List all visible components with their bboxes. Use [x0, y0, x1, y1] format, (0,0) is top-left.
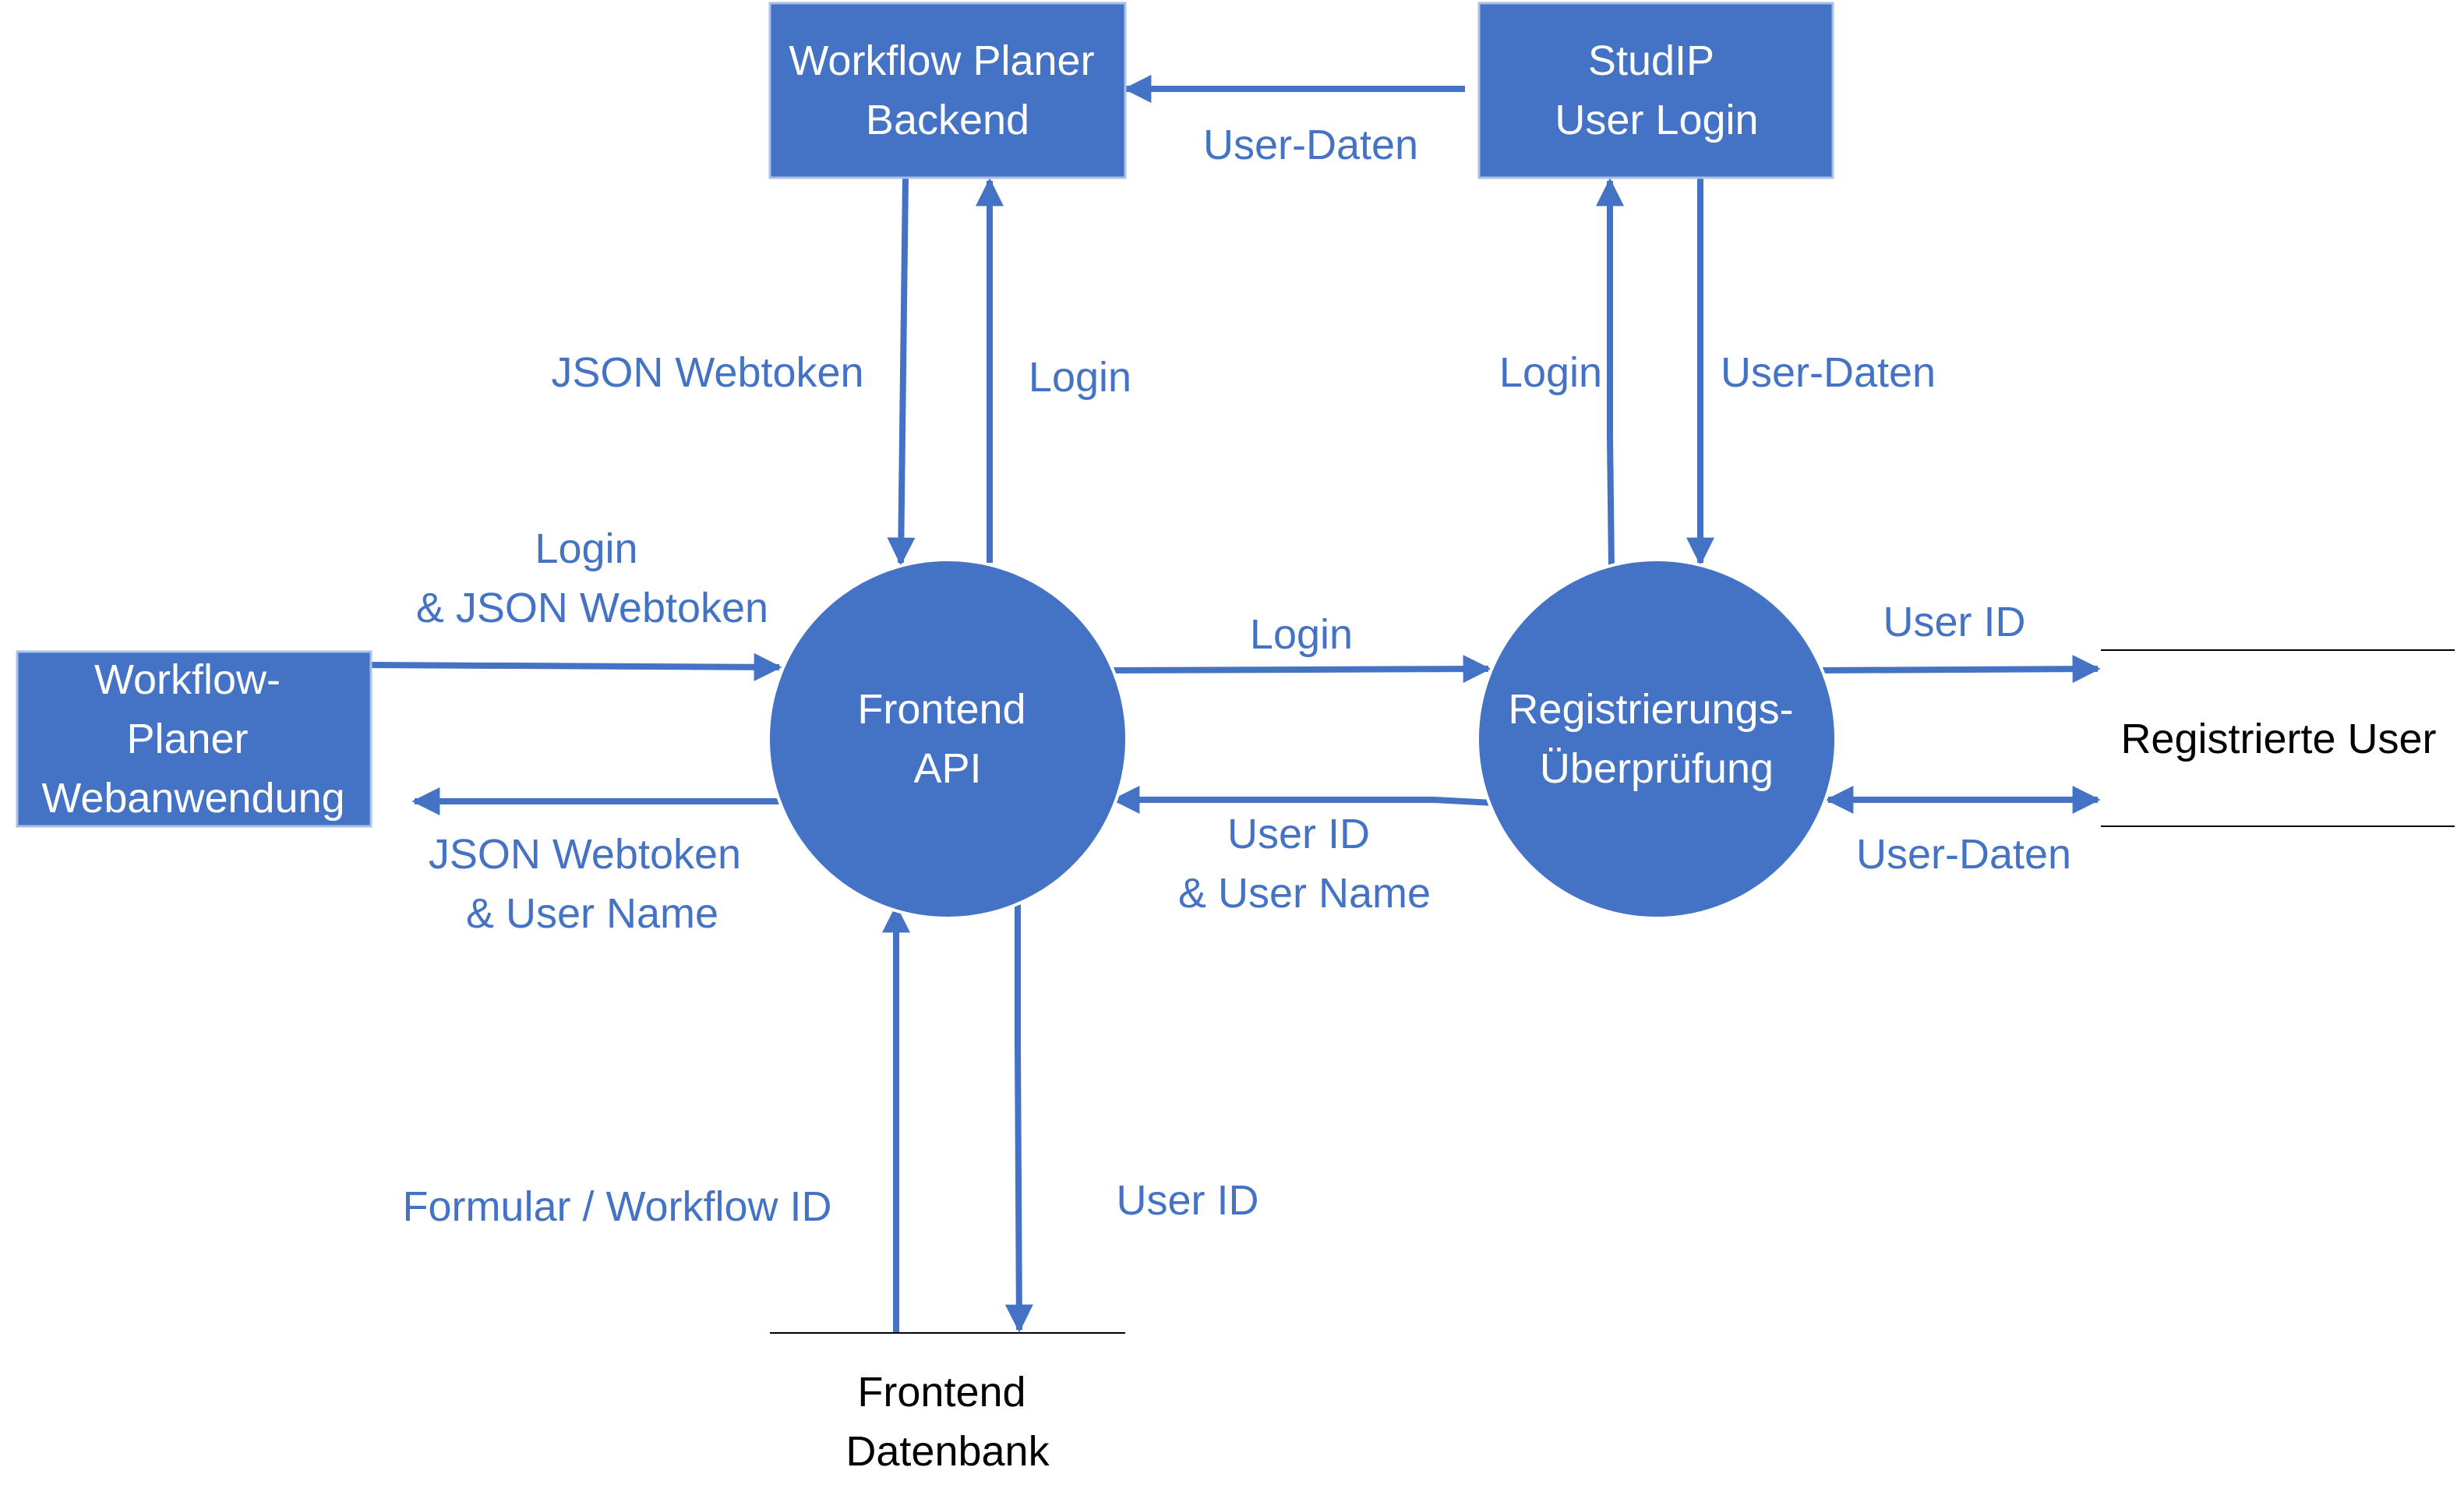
flow-line-backend-to-api	[887, 177, 916, 566]
store-label-line: Datenbank	[845, 1428, 1050, 1475]
node-label-line: Workflow-	[94, 656, 281, 703]
flow-line-check-to-api	[1111, 786, 1494, 814]
node-workflow-planer-backend: Workflow Planer Backend	[768, 2, 1127, 179]
flow-label-store-check-bidirectional: User-Daten	[1856, 831, 2071, 878]
node-label: Workflow Planer Backend	[789, 37, 1106, 143]
flow-label-line: & User Name	[466, 890, 718, 937]
store-label: Registrierte User	[2120, 716, 2436, 762]
node-label-line: Überprüfung	[1540, 745, 1774, 792]
flow-label-api-to-db: User ID	[1116, 1177, 1258, 1224]
node-label-line: Registrierungs-	[1508, 686, 1793, 733]
node-label: Frontend API	[857, 686, 1037, 792]
node-label-line: User Login	[1555, 97, 1758, 143]
node-frontend-api: Frontend API	[767, 558, 1128, 920]
node-label-line: Frontend	[857, 686, 1025, 733]
flow-label-check-to-store: User ID	[1883, 599, 2025, 645]
node-studip-user-login: StudIP User Login	[1477, 2, 1834, 179]
node-label: Registrierungs- Überprüfung	[1508, 686, 1805, 792]
node-label-line: StudIP	[1588, 37, 1714, 84]
store-label-line: Registrierte User	[2120, 716, 2436, 762]
store-label-line: Frontend	[857, 1369, 1025, 1416]
store-label: Frontend Datenbank	[845, 1369, 1050, 1475]
flow-label-line: User-Daten	[1721, 349, 1936, 396]
flow-label-line: Login	[1499, 349, 1602, 396]
node-circle	[1476, 558, 1837, 920]
node-label-line: API	[913, 745, 981, 792]
flow-label-studip-to-backend: User-Daten	[1203, 122, 1418, 168]
node-label-line: Workflow Planer	[789, 37, 1094, 84]
flow-label-api-to-check: Login	[1250, 611, 1353, 658]
node-label-line: Planer	[126, 716, 248, 762]
node-label: StudIP User Login	[1555, 37, 1758, 143]
flow-label-line: JSON Webtoken	[429, 831, 741, 878]
flow-labels: User-Daten JSON Webtoken Login Login Use…	[402, 122, 2071, 1230]
node-box	[1477, 2, 1834, 179]
flow-line-check-to-studip	[1596, 178, 1624, 568]
flow-label-line: User ID	[1883, 599, 2025, 645]
flow-label-check-to-studip: Login	[1499, 349, 1602, 396]
flow-label-line: Login	[1029, 354, 1131, 401]
flow-label-line: Formular / Workflow ID	[402, 1183, 831, 1230]
flow-label-studip-to-check: User-Daten	[1721, 349, 1936, 396]
node-circle	[767, 558, 1128, 920]
flow-label-line: User ID	[1227, 811, 1370, 857]
node-box	[768, 2, 1127, 179]
flow-label-api-to-webapp: JSON Webtoken & User Name	[429, 831, 753, 937]
flow-label-db-to-api: Formular / Workflow ID	[402, 1183, 831, 1230]
node-label: Workflow- Planer Webanwendung	[41, 656, 344, 822]
flow-label-line: User-Daten	[1203, 122, 1418, 168]
node-label-line: Backend	[866, 97, 1029, 143]
flow-line-check-to-store	[1820, 655, 2101, 684]
store-registered-users: Registrierte User	[2101, 649, 2455, 827]
flow-label-backend-to-api: JSON Webtoken	[551, 349, 863, 396]
node-workflow-planer-webanwendung: Workflow- Planer Webanwendung	[16, 650, 372, 828]
flow-label-webapp-to-api: Login & JSON Webtoken	[416, 525, 768, 631]
flow-label-check-to-api: User ID & User Name	[1178, 811, 1431, 917]
flow-lines	[365, 75, 2101, 1333]
flow-label-line: User-Daten	[1856, 831, 2071, 878]
node-registrierungs-ueberpruefung: Registrierungs- Überprüfung	[1476, 558, 1837, 920]
flow-label-api-to-backend: Login	[1029, 354, 1131, 401]
flow-label-line: Login	[1250, 611, 1353, 658]
flow-label-line: Login	[535, 525, 637, 572]
node-label-line: Webanwendung	[41, 775, 344, 822]
flow-label-line: JSON Webtoken	[551, 349, 863, 396]
flow-label-line: & User Name	[1178, 870, 1431, 917]
flow-line-api-to-check	[1110, 655, 1491, 684]
node-box	[16, 650, 372, 828]
flow-line-webapp-to-api	[365, 652, 782, 681]
store-frontend-db: Frontend Datenbank	[770, 1332, 1125, 1475]
flow-label-line: & JSON Webtoken	[416, 585, 768, 631]
flow-label-line: User ID	[1116, 1177, 1258, 1224]
flow-line-api-to-db	[1004, 895, 1033, 1333]
